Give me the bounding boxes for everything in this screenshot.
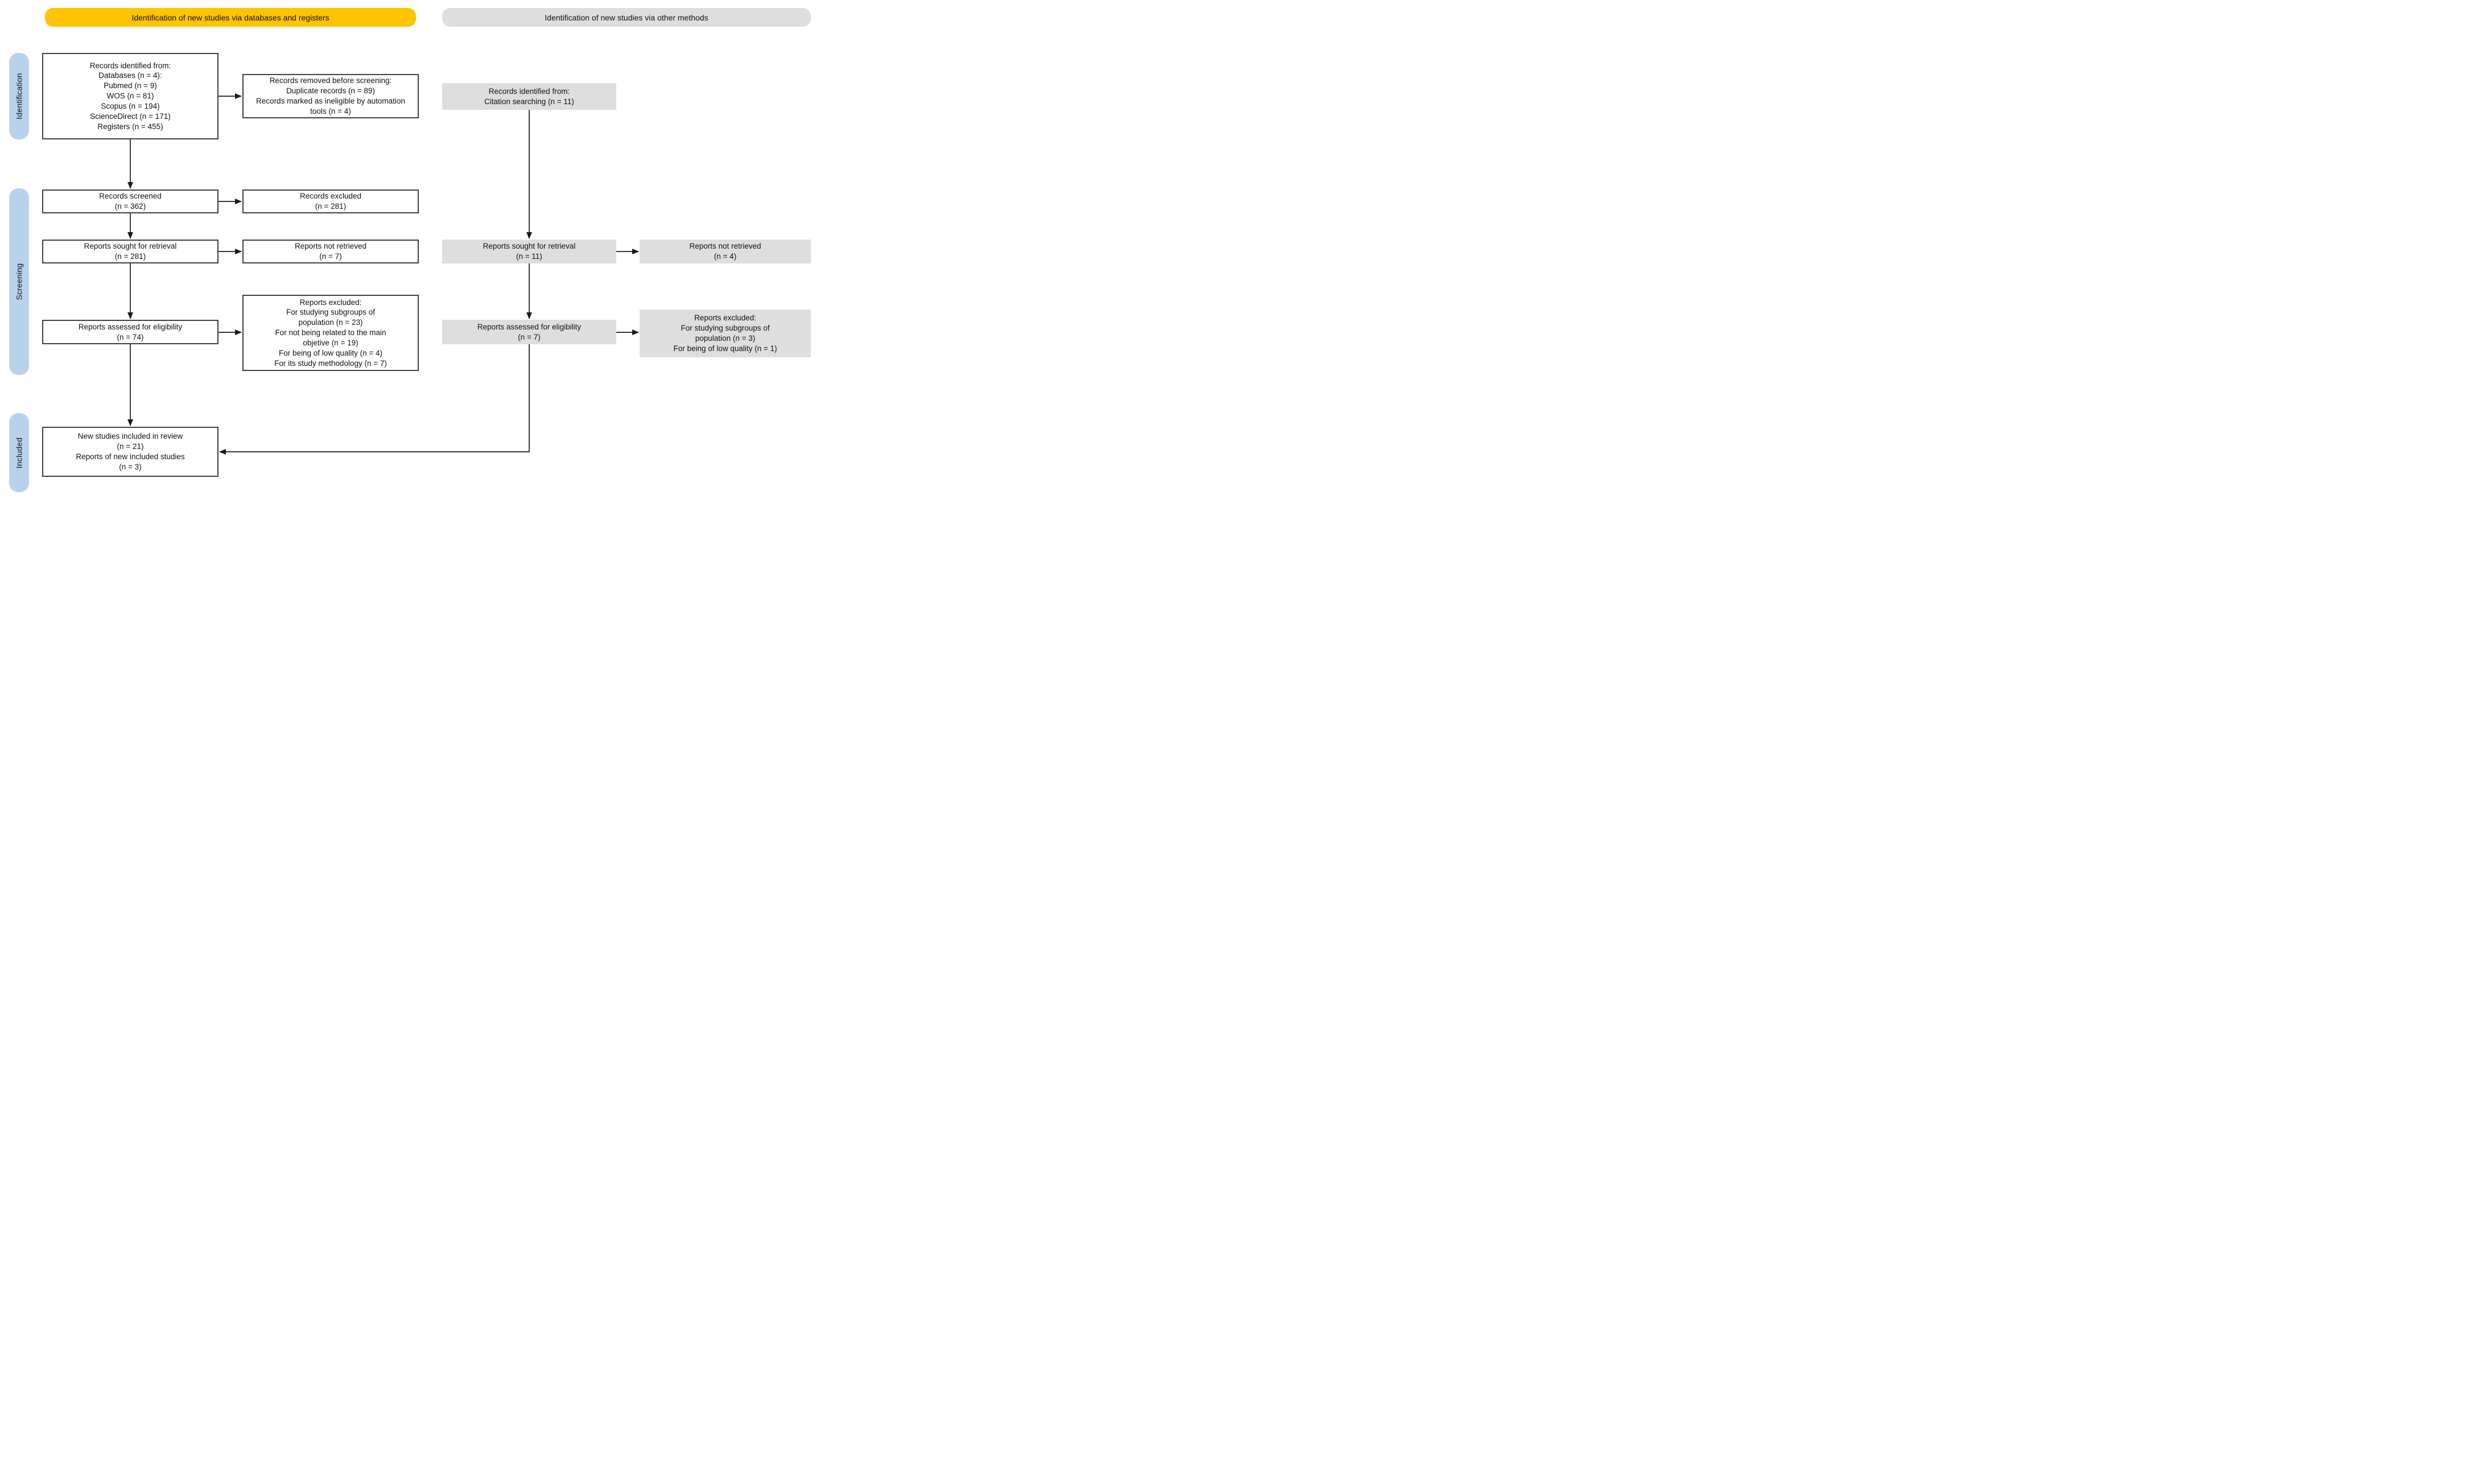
box-records-identified-databases: Records identified from: Databases (n = … (42, 53, 219, 139)
stage-pill-screening: Screening (9, 188, 29, 375)
box-reports-not-retrieved-databases: Reports not retrieved (n = 7) (242, 240, 419, 263)
box-reports-sought-databases: Reports sought for retrieval (n = 281) (42, 240, 219, 263)
box-reports-assessed-databases: Reports assessed for eligibility (n = 74… (42, 320, 219, 344)
stage-pill-identification: Identification (9, 53, 29, 139)
box-records-excluded: Records excluded (n = 281) (242, 189, 419, 213)
stage-label-included: Included (14, 437, 24, 468)
stage-pill-included: Included (9, 413, 29, 492)
box-records-removed-before-screening: Records removed before screening: Duplic… (242, 74, 419, 118)
prisma-flow-diagram: Identification of new studies via databa… (0, 0, 826, 494)
box-reports-excluded-reasons-databases: Reports excluded: For studying subgroups… (242, 295, 419, 371)
banner-other-methods: Identification of new studies via other … (442, 8, 811, 27)
box-reports-assessed-other: Reports assessed for eligibility (n = 7) (442, 320, 616, 344)
stage-label-identification: Identification (14, 73, 24, 119)
banner-databases-registers: Identification of new studies via databa… (45, 8, 416, 27)
box-new-studies-included: New studies included in review (n = 21) … (42, 427, 219, 477)
stage-label-screening: Screening (14, 263, 24, 300)
box-reports-excluded-reasons-other: Reports excluded: For studying subgroups… (640, 310, 811, 357)
box-records-screened: Records screened (n = 362) (42, 189, 219, 213)
box-records-identified-citation: Records identified from: Citation search… (442, 83, 616, 110)
box-reports-sought-other: Reports sought for retrieval (n = 11) (442, 240, 616, 263)
box-reports-not-retrieved-other: Reports not retrieved (n = 4) (640, 240, 811, 263)
